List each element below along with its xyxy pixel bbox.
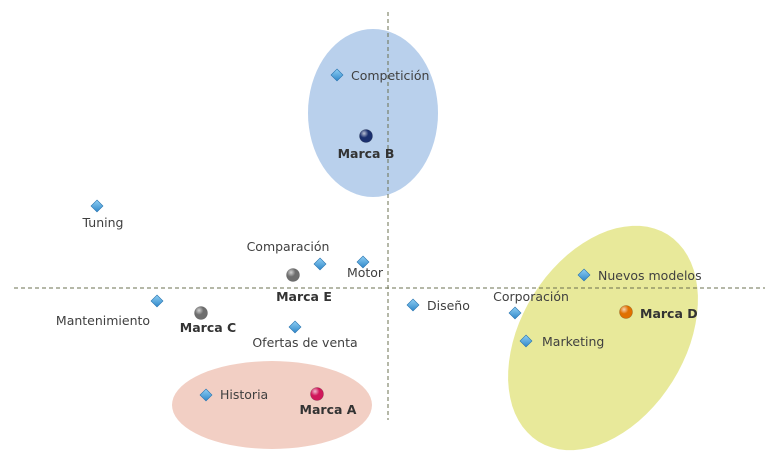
brand-marker-highlight [359,129,373,143]
attribute-label: Motor [347,265,384,280]
attribute-marker [90,199,104,213]
attribute-label: Corporación [493,289,569,304]
attribute-label: Comparación [247,239,330,254]
brand-label: Marca E [276,289,332,304]
attribute-marker [356,255,370,269]
attribute-label: Competición [351,68,429,83]
brand-label: Marca A [300,402,357,417]
brand-marker-highlight [286,268,300,282]
attribute-label: Marketing [542,334,604,349]
attribute-label: Mantenimiento [56,313,150,328]
cluster-marca-d [508,225,698,451]
attribute-marker [330,68,344,82]
attribute-marker [199,388,213,402]
brand-label: Marca D [640,306,698,321]
cluster-marca-a [172,361,372,449]
brand-label: Marca B [338,146,395,161]
attribute-marker [406,298,420,312]
attribute-marker [150,294,164,308]
attribute-label: Diseño [427,298,470,313]
attribute-marker [508,306,522,320]
attribute-label: Tuning [82,215,124,230]
clusters [172,29,698,451]
brand-marker-highlight [310,387,324,401]
attribute-marker [313,257,327,271]
attribute-label: Nuevos modelos [598,268,702,283]
attribute-label: Historia [220,387,268,402]
attribute-label: Ofertas de venta [252,335,357,350]
brand-marker-highlight [194,306,208,320]
brand-label: Marca C [180,320,236,335]
cluster-marca-b [308,29,438,197]
attribute-marker [288,320,302,334]
attribute-marker [577,268,591,282]
brand-marker-highlight [619,305,633,319]
attribute-marker [519,334,533,348]
